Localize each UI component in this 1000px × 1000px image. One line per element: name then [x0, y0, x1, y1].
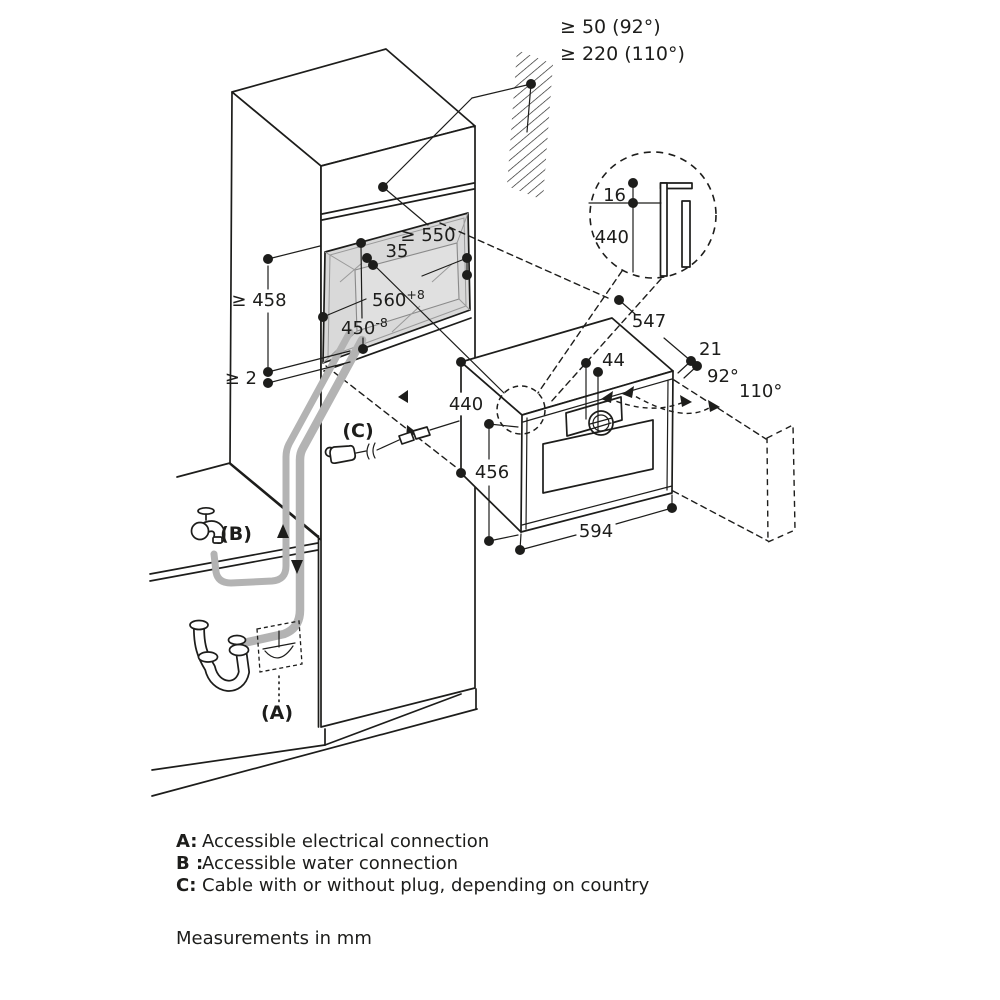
tall-cabinet	[229, 48, 476, 728]
hoses	[210, 328, 416, 647]
oven-height-dim: 440	[449, 394, 483, 415]
connection-a-label: (A)	[261, 702, 293, 724]
door-swing	[601, 379, 796, 544]
dimension-lines	[263, 79, 702, 555]
connection-b-label: (B)	[220, 523, 252, 545]
side-clearance-dim: ≥ 458	[231, 290, 286, 311]
detail-reference-circle	[496, 385, 546, 435]
door-angle-max: 110°	[739, 381, 782, 402]
oven	[460, 317, 674, 533]
drain-hose	[243, 335, 367, 647]
labels: ≥ 50 (92°) ≥ 220 (110°) 16 440 ≥ 550 35 …	[220, 16, 782, 724]
door-angle-min: 92°	[707, 366, 739, 387]
floor	[151, 688, 478, 797]
oven-door-proud-dim: 21	[699, 339, 722, 360]
legend-text-b: Accessible water connection	[202, 853, 458, 874]
siphon-icon	[189, 619, 250, 692]
oven-front-height-dim: 456	[475, 462, 509, 483]
legend-key-c: C:	[176, 875, 196, 896]
insertion-guides	[325, 222, 609, 469]
wall-clearance-line2: ≥ 220 (110°)	[560, 43, 685, 65]
adjacent-wall-hatch-icon	[507, 50, 553, 200]
water-hose	[210, 328, 354, 587]
legend-text-a: Accessible electrical connection	[202, 831, 489, 852]
flow-diagonal-arrow-icon	[398, 390, 408, 403]
flow-up-arrow-icon	[277, 524, 289, 538]
niche-height-dim: 450-8	[341, 315, 388, 339]
legend-key-b: B :	[176, 853, 203, 874]
wall-clearance-line1: ≥ 50 (92°)	[560, 16, 661, 38]
measurements-note: Measurements in mm	[176, 928, 372, 949]
oven-panel-dim: 44	[602, 350, 625, 371]
legend-key-a: A:	[176, 831, 197, 852]
niche-depth-dim: ≥ 550	[400, 225, 455, 246]
legend: A: Accessible electrical connection B : …	[176, 831, 650, 896]
oven-knob-icon	[588, 410, 614, 436]
niche-width-dim: 560+8	[372, 287, 425, 311]
connection-c-label: (C)	[342, 420, 373, 442]
legend-text-c: Cable with or without plug, depending on…	[202, 875, 650, 896]
oven-width-dim: 594	[579, 521, 613, 542]
power-cable-plug-icon	[324, 420, 460, 465]
oven-depth-dim: 547	[632, 311, 666, 332]
detail-dim-440: 440	[595, 227, 629, 248]
niche-opening	[322, 212, 472, 372]
bottom-gap-dim: ≥ 2	[225, 368, 257, 389]
flow-down-arrow-icon	[291, 560, 303, 574]
electrical-socket-icon	[256, 620, 303, 703]
detail-dim-16: 16	[603, 185, 626, 206]
niche-top-clearance-dim: 35	[386, 241, 409, 262]
detail-view	[537, 151, 717, 404]
water-tap-icon	[190, 506, 226, 544]
oven-door-window	[542, 419, 654, 494]
